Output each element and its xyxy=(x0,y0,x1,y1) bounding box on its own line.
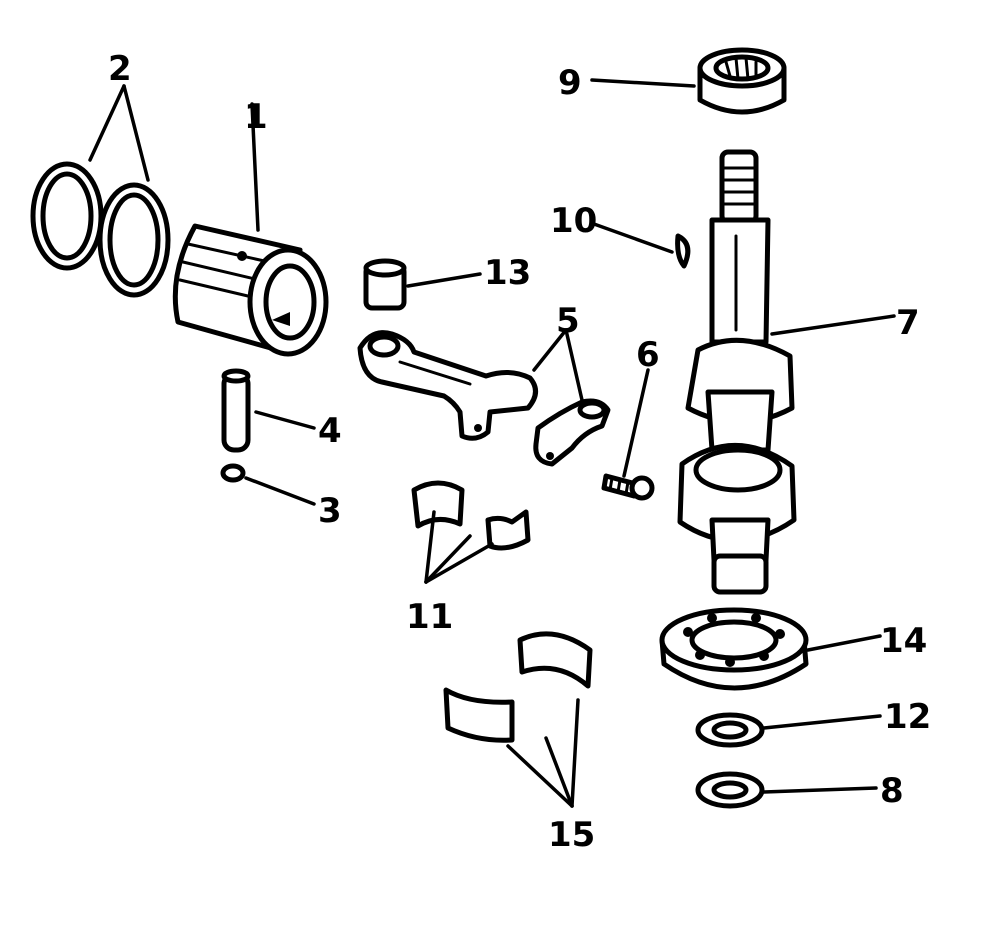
lower-ball-bearing xyxy=(659,607,809,691)
rod-bearing-halves xyxy=(411,480,531,551)
piston xyxy=(172,223,329,357)
callout-1: 1 xyxy=(244,97,268,137)
connecting-rod xyxy=(357,330,538,441)
callout-2: 2 xyxy=(108,49,132,89)
callout-7: 7 xyxy=(896,303,920,343)
callout-10: 10 xyxy=(550,201,597,241)
washer-12 xyxy=(695,712,765,748)
callout-8: 8 xyxy=(880,771,904,811)
callout-4: 4 xyxy=(318,411,342,451)
callout-6: 6 xyxy=(636,335,660,375)
crankshaft xyxy=(677,149,797,595)
piston-pin xyxy=(221,368,251,453)
woodruff-key xyxy=(675,233,691,269)
callout-11: 11 xyxy=(406,597,453,637)
callout-13: 13 xyxy=(484,253,531,293)
washer-8 xyxy=(695,771,765,809)
callout-9: 9 xyxy=(558,63,582,103)
cap-screw xyxy=(601,473,655,501)
leader-lines xyxy=(88,78,896,808)
callout-14: 14 xyxy=(880,621,927,661)
rod-cap xyxy=(533,398,611,467)
callout-15: 15 xyxy=(548,815,595,855)
callout-3: 3 xyxy=(318,491,342,531)
upper-bearing xyxy=(697,47,787,115)
callout-5: 5 xyxy=(556,301,580,341)
needle-bearing xyxy=(363,258,407,311)
pin-retainer xyxy=(220,463,246,483)
piston-rings xyxy=(30,161,171,298)
callout-12: 12 xyxy=(884,697,931,737)
main-bearing-halves xyxy=(443,631,593,743)
